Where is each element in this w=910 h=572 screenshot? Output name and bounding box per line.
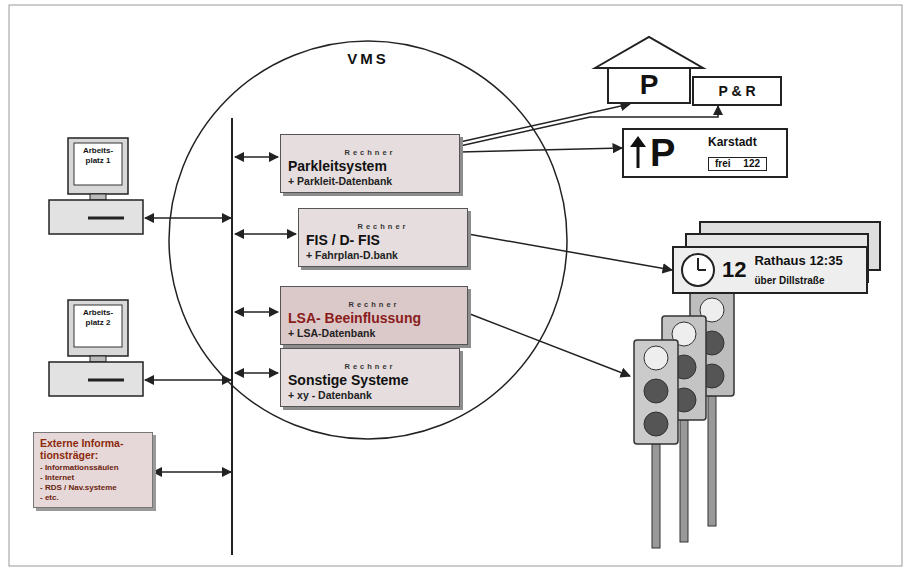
bus-arrow bbox=[235, 233, 296, 235]
computer-box: RechnerParkleitsystem+ Parkleit-Datenban… bbox=[280, 134, 460, 193]
workstation: Arbeits- platz 2 bbox=[48, 300, 145, 398]
passenger-info-display: 12 Rathaus 12:35 über Dillstraße bbox=[672, 246, 868, 294]
node-label: Arbeits- platz 1 bbox=[74, 146, 122, 166]
node-text: Sonstige Systeme bbox=[288, 372, 452, 389]
signal-arrow bbox=[470, 314, 630, 376]
node-text: Parkleitsystem bbox=[288, 158, 452, 175]
parking-guidance-sign: PKarstadt frei 122 bbox=[622, 128, 788, 178]
node-text: + Fahrplan-D.bank bbox=[306, 249, 460, 262]
computer-box: RechnerSonstige Systeme+ xy - Datenbank bbox=[280, 348, 460, 407]
node-label: Rechner bbox=[306, 212, 460, 232]
connector-arrow bbox=[460, 104, 630, 142]
page-frame bbox=[9, 5, 902, 566]
node-label: VMS bbox=[168, 40, 568, 67]
bus-arrow bbox=[235, 372, 278, 374]
node-label: 12 bbox=[722, 258, 746, 282]
uparrow-shape bbox=[624, 130, 784, 180]
node-text: über Dillstraße bbox=[754, 274, 842, 287]
node-text: Rathaus 12:35 bbox=[754, 253, 842, 269]
node-text: - RDS / Nav.systeme bbox=[40, 483, 146, 493]
connector-arrow bbox=[145, 217, 231, 219]
node-text: LSA- Beeinflussung bbox=[288, 310, 460, 327]
node-label: Rechner bbox=[288, 290, 460, 310]
connector-arrow bbox=[153, 471, 231, 473]
node-text: + LSA-Datenbank bbox=[288, 327, 460, 340]
node-text: - Internet bbox=[40, 473, 146, 483]
node-label: P bbox=[608, 70, 690, 100]
bus-arrow bbox=[235, 156, 278, 158]
node-label: Rechner bbox=[288, 138, 452, 158]
bus-arrow bbox=[235, 311, 278, 313]
traffic-light bbox=[634, 340, 678, 548]
park-ride-sign: P & R bbox=[692, 76, 782, 106]
info-box: Externe Informa- tionsträger: - Informati… bbox=[33, 432, 153, 508]
node-label: P & R bbox=[694, 78, 780, 104]
connector-arrow bbox=[460, 148, 622, 152]
node-label: Externe Informa- tionsträger: bbox=[40, 437, 146, 461]
workstation: Arbeits- platz 1 bbox=[48, 138, 145, 236]
node-text: Karstadt bbox=[708, 135, 780, 150]
computer-box: RechnerFIS / D- FIS+ Fahrplan-D.bank bbox=[298, 208, 468, 267]
bus-line bbox=[231, 118, 233, 555]
connector-arrow bbox=[468, 234, 672, 270]
node-text: + xy - Datenbank bbox=[288, 389, 452, 402]
node-label: Rechner bbox=[288, 352, 452, 372]
node-text: frei 122 bbox=[708, 157, 767, 171]
system-circle: VMSRechnerParkleitsystem+ Parkleit-Daten… bbox=[168, 40, 568, 440]
computer-box: RechnerLSA- Beeinflussung+ LSA-Datenbank bbox=[280, 286, 468, 345]
parking-house: P bbox=[594, 36, 704, 104]
connector-arrow bbox=[145, 379, 231, 381]
node-text: + Parkleit-Datenbank bbox=[288, 175, 452, 188]
node-text: - Informationssäulen bbox=[40, 463, 146, 473]
node-text: FIS / D- FIS bbox=[306, 232, 460, 249]
node-label: Arbeits- platz 2 bbox=[74, 308, 122, 328]
node-text: - etc. bbox=[40, 493, 146, 503]
node-label: P bbox=[650, 133, 708, 173]
